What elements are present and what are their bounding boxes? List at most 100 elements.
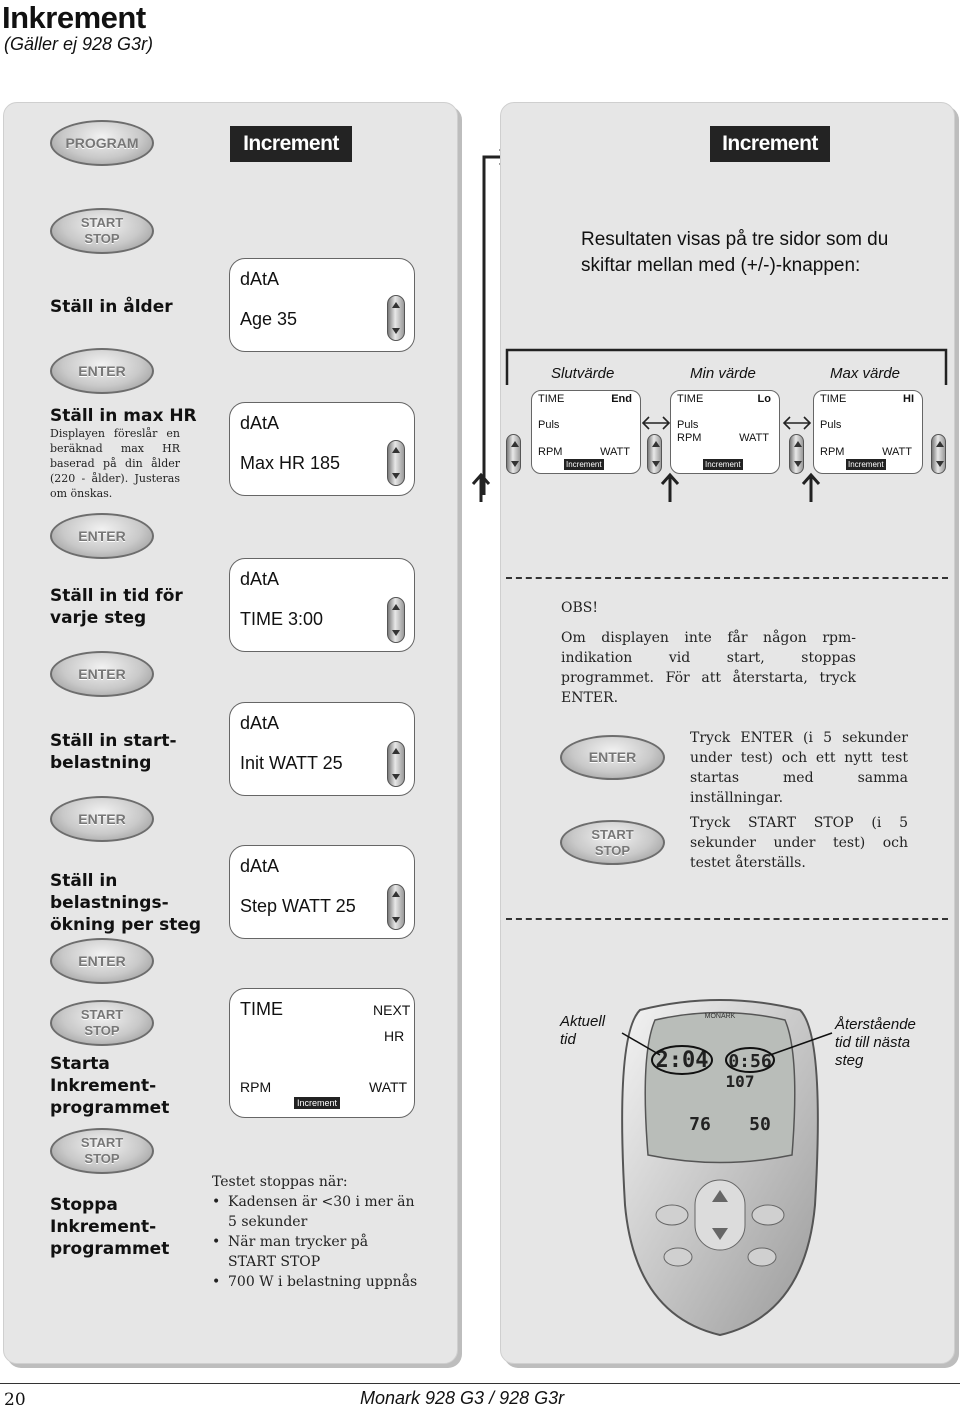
mini-time: TIME xyxy=(538,393,565,405)
footer-title: Monark 928 G3 / 928 G3r xyxy=(360,1388,565,1408)
step-display-line1: dAtA xyxy=(240,856,280,876)
results-intro: Resultaten visas på tre sidor som du ski… xyxy=(581,229,889,276)
slutvarde-heading: Slutvärde xyxy=(551,365,615,382)
start-display-line2: Init WATT 25 xyxy=(240,753,343,773)
stop-item: •När man trycker på START STOP xyxy=(212,1234,369,1270)
obs-title: OBS! xyxy=(561,600,598,616)
start-label: START xyxy=(591,826,634,842)
mini-watt: WATT xyxy=(882,446,912,458)
enter-button[interactable]: ENTER xyxy=(560,735,665,780)
monark-console-illustration: MONARK 2:04 0:56 107 76 50 xyxy=(621,999,819,1337)
page-subtitle: (Gäller ej 928 G3r) xyxy=(4,34,154,54)
lo-tag: Lo xyxy=(757,393,771,405)
obs-text: Om displayen inte får någon rpm-indikati… xyxy=(561,630,856,706)
plus-minus-knob[interactable] xyxy=(506,434,521,474)
plus-minus-knob[interactable] xyxy=(387,884,405,930)
enter-button[interactable]: ENTER xyxy=(50,938,154,984)
start-stop-button[interactable]: START STOP xyxy=(50,1000,154,1046)
mini-puls: Puls xyxy=(538,419,560,431)
double-arrow-icon xyxy=(782,416,812,430)
up-arrow-icon xyxy=(660,472,680,502)
start-stop-button[interactable]: START STOP xyxy=(560,820,665,865)
stop-label: STOP xyxy=(594,842,631,858)
step-maxhr-label: Ställ in max HR xyxy=(50,406,197,426)
maxhr-display: dAtA Max HR 185 xyxy=(229,402,415,496)
increment-lcd-logo: Increment xyxy=(230,126,352,162)
page-title: Inkrement xyxy=(2,0,146,35)
mini-increment-tag: Increment xyxy=(564,459,604,470)
callout-lines xyxy=(621,1032,833,1056)
stop-item: •700 W i belastning uppnås xyxy=(212,1274,418,1290)
program-button[interactable]: PROGRAM xyxy=(50,120,154,166)
mini-puls: Puls xyxy=(820,419,842,431)
stop-label: STOP xyxy=(84,1023,120,1038)
start-label: START xyxy=(80,1135,124,1150)
current-time-label: Aktuell tid xyxy=(560,1013,606,1048)
device-brand: MONARK xyxy=(705,1013,736,1020)
mini-time: TIME xyxy=(677,393,704,405)
plus-minus-knob[interactable] xyxy=(789,434,804,474)
mini-watt: WATT xyxy=(739,432,769,444)
cycle-bracket xyxy=(505,348,948,385)
startstop-reset-text: Tryck START STOP (i 5 sekunder under tes… xyxy=(690,815,908,871)
stop-item: •Kadensen är <30 i mer än 5 sekunder xyxy=(212,1194,415,1230)
up-arrow-icon xyxy=(471,472,491,502)
age-display: dAtA Age 35 xyxy=(229,258,415,352)
step-time-label: Ställ in tid för varje steg xyxy=(50,586,183,628)
mini-rpm: RPM xyxy=(820,446,845,458)
device-remaining: 0:56 xyxy=(728,1051,771,1072)
plus-minus-knob[interactable] xyxy=(387,597,405,643)
dashed-divider xyxy=(506,577,948,579)
time-display: dAtA TIME 3:00 xyxy=(229,558,415,652)
step-increase-label: Ställ in belastnings-ökning per steg xyxy=(50,871,202,935)
plus-minus-knob[interactable] xyxy=(387,440,405,486)
enter-button[interactable]: ENTER xyxy=(50,513,154,559)
enter-button[interactable]: ENTER xyxy=(50,796,154,842)
device-time: 2:04 xyxy=(656,1048,709,1073)
increment-lcd-logo: Increment xyxy=(710,126,830,162)
minvarde-heading: Min värde xyxy=(690,365,756,382)
double-arrow-icon xyxy=(641,416,671,430)
end-tag: End xyxy=(611,393,632,405)
device-rpm: 76 xyxy=(689,1114,711,1135)
page-number: 20 xyxy=(4,1390,26,1410)
device-hr: 107 xyxy=(726,1072,755,1091)
mini-rpm: RPM xyxy=(677,432,702,444)
stop-intro: Testet stoppas när: xyxy=(212,1174,348,1190)
step-stop-label: Stoppa Inkrement-programmet xyxy=(50,1195,170,1259)
min-value-display: TIME Lo Puls RPM WATT Increment xyxy=(670,390,780,474)
step-display: dAtA Step WATT 25 xyxy=(229,845,415,939)
start-label: START xyxy=(80,1007,124,1022)
plus-minus-knob[interactable] xyxy=(931,434,946,474)
run-watt-label: WATT xyxy=(369,1079,408,1095)
step-start-label: Ställ in start-belastning xyxy=(50,731,177,773)
plus-minus-knob[interactable] xyxy=(387,741,405,787)
enter-restart-text: Tryck ENTER (i 5 sekunder under test) oc… xyxy=(690,730,908,806)
enter-button[interactable]: ENTER xyxy=(50,651,154,697)
stop-label: STOP xyxy=(84,1151,120,1166)
start-stop-button[interactable]: START STOP xyxy=(50,1128,154,1174)
stop-conditions: Testet stoppas när: •Kadensen är <30 i m… xyxy=(212,1172,420,1292)
step-display-line2: Step WATT 25 xyxy=(240,896,356,916)
run-next-label: NEXT xyxy=(373,1002,411,1018)
start-stop-button[interactable]: START STOP xyxy=(50,208,154,254)
maxhr-description: Displayen föreslår en beräknad max HR ba… xyxy=(50,427,180,500)
time-display-line2: TIME 3:00 xyxy=(240,609,324,629)
mini-increment-tag: Increment xyxy=(703,459,743,470)
dashed-divider xyxy=(506,918,948,920)
enter-button[interactable]: ENTER xyxy=(50,348,154,394)
age-display-line2: Age 35 xyxy=(240,309,298,329)
device-watt: 50 xyxy=(749,1114,771,1135)
step-run-label: Starta Inkrement-programmet xyxy=(50,1054,170,1118)
run-rpm-label: RPM xyxy=(240,1079,272,1095)
start-label: START xyxy=(80,215,124,230)
run-display: TIME NEXT HR RPM WATT Increment xyxy=(229,988,415,1118)
footer-divider xyxy=(0,1383,960,1384)
final-value-display: TIME End Puls RPM WATT Increment xyxy=(531,390,641,474)
run-time-label: TIME xyxy=(240,999,283,1019)
plus-minus-knob[interactable] xyxy=(647,434,662,474)
maxhr-display-line1: dAtA xyxy=(240,413,280,433)
plus-minus-knob[interactable] xyxy=(387,295,405,341)
maxvarde-heading: Max värde xyxy=(830,365,901,382)
max-value-display: TIME HI Puls RPM WATT Increment xyxy=(813,390,923,474)
